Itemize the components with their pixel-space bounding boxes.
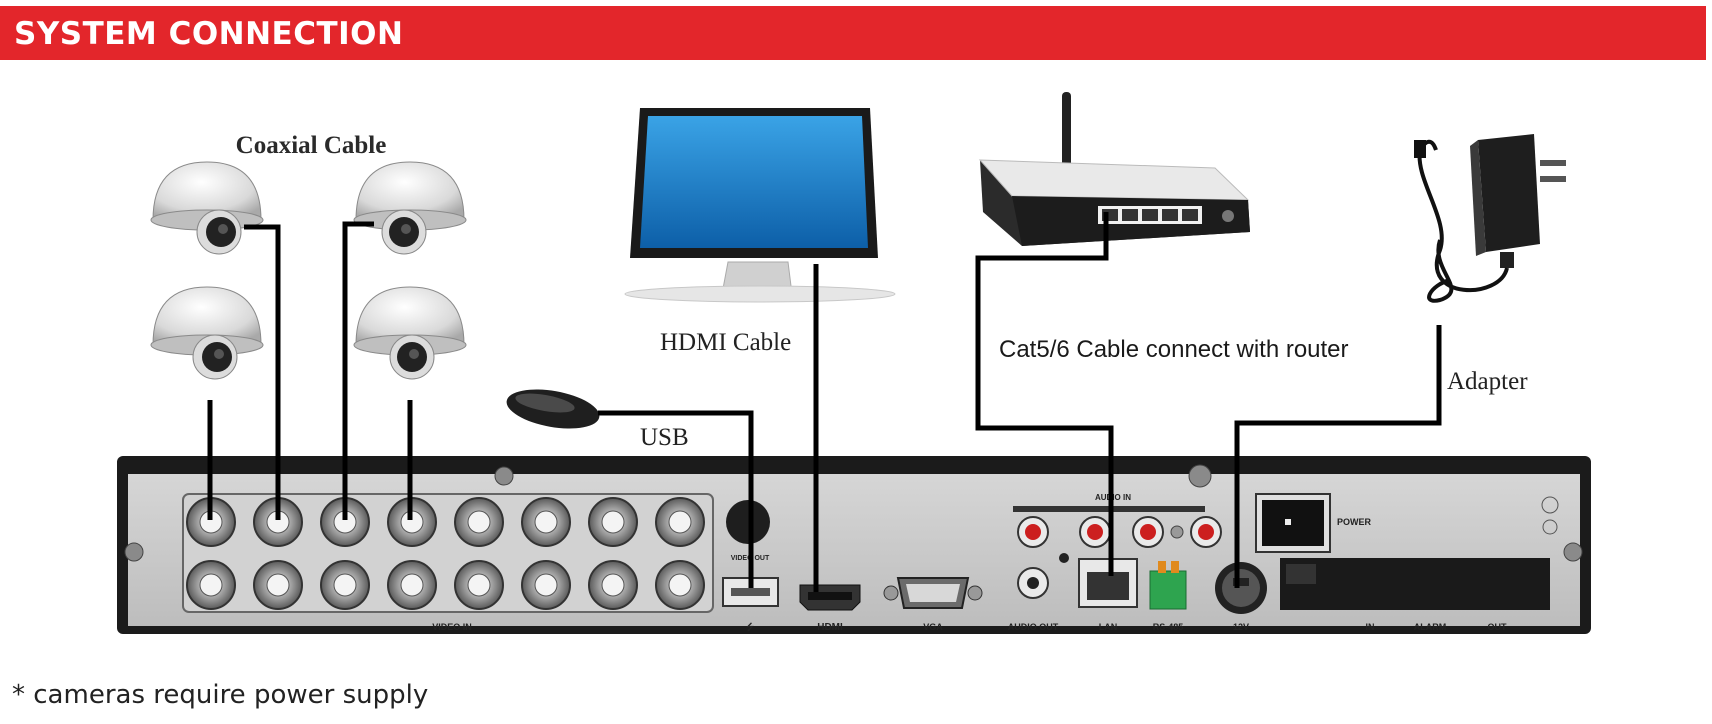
usb-port-label: ⭍ <box>746 622 754 632</box>
bnc-connector-center <box>534 510 558 534</box>
vga-port-label: VGA <box>923 622 943 632</box>
coax-cable-1 <box>244 224 281 520</box>
bnc-connector-center <box>199 573 223 597</box>
bnc-connector-center <box>668 510 692 534</box>
bnc-connector-center <box>400 573 424 597</box>
alarm-label: ALARM <box>1414 622 1447 632</box>
coax-cable-2 <box>342 221 374 520</box>
footnote: * cameras require power supply <box>12 680 429 710</box>
lan-cable <box>975 212 1114 576</box>
dvr-rear-panel: VIDEO IN VIDEO OUT ⭍ HDMI VGA AUDIO OUT … <box>117 456 1591 634</box>
bnc-connector-center <box>601 510 625 534</box>
connection-diagram: VIDEO IN VIDEO OUT ⭍ HDMI VGA AUDIO OUT … <box>117 92 1591 634</box>
section-title: SYSTEM CONNECTION <box>14 16 404 52</box>
power-in-label: 12V <box>1233 622 1249 632</box>
router-icon <box>978 92 1250 246</box>
hdmi-port-label: HDMI <box>817 622 843 633</box>
cat-cable-label: Cat5/6 Cable connect with router <box>999 336 1349 363</box>
video-in-connectors <box>186 497 705 610</box>
bnc-connector-center <box>601 573 625 597</box>
usb-cable <box>598 410 754 588</box>
dome-camera-2 <box>353 161 467 255</box>
section-header: SYSTEM CONNECTION <box>0 6 1706 60</box>
video-in-label: VIDEO IN <box>432 622 472 632</box>
bnc-connector-center <box>534 573 558 597</box>
usb-label: USB <box>640 424 689 451</box>
mouse-icon <box>506 389 600 429</box>
alarm-in-label: IN <box>1366 622 1375 632</box>
audio-out-label: AUDIO OUT <box>1008 622 1059 632</box>
hdmi-cable-label: HDMI Cable <box>660 329 791 356</box>
bnc-connector-center <box>668 573 692 597</box>
lan-port-label: LAN <box>1099 622 1118 632</box>
dome-camera-3 <box>150 286 264 380</box>
bnc-connector-center <box>467 510 491 534</box>
cables <box>207 212 1442 592</box>
bnc-connector-center <box>266 573 290 597</box>
monitor-icon <box>624 108 896 303</box>
dome-camera-4 <box>353 286 467 380</box>
dome-camera-1 <box>150 161 264 255</box>
bnc-connector-center <box>467 573 491 597</box>
rs485-port-label: RS-485 <box>1153 622 1184 632</box>
power-adapter-icon <box>1414 134 1566 303</box>
alarm-out-label: OUT <box>1488 622 1508 632</box>
power-switch-label: POWER <box>1337 517 1372 527</box>
adapter-label: Adapter <box>1447 368 1528 395</box>
coaxial-cable-label: Coaxial Cable <box>236 132 387 159</box>
power-cable <box>1234 325 1442 588</box>
bnc-connector-center <box>333 573 357 597</box>
